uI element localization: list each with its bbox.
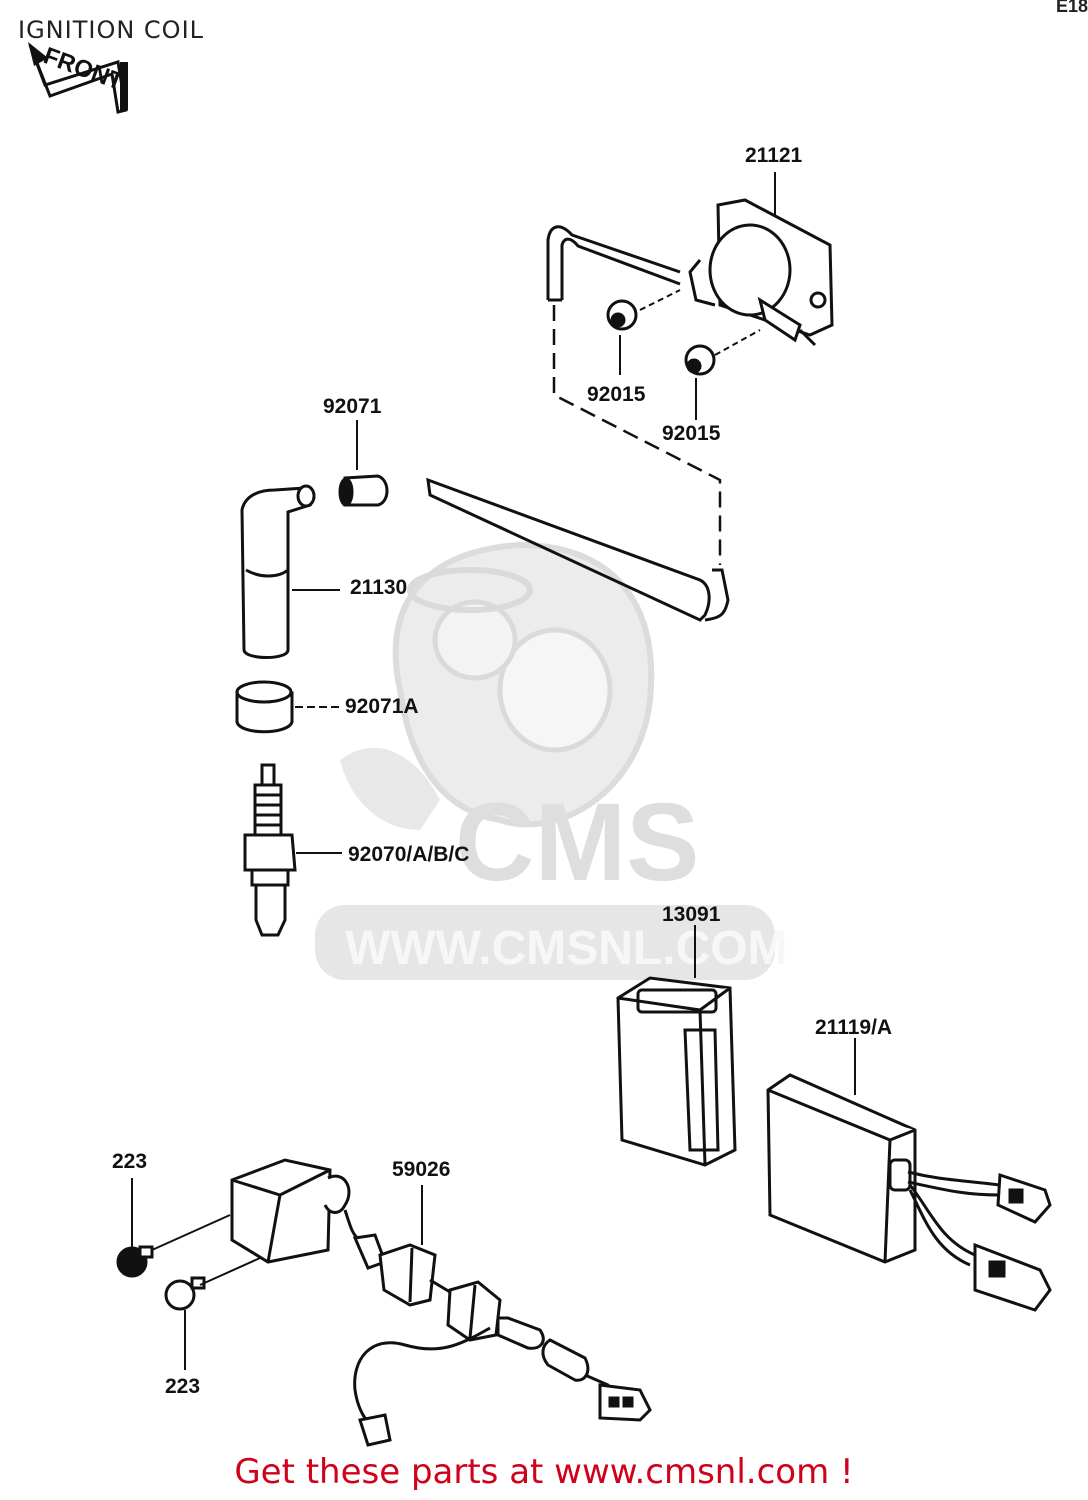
label-13091: 13091 <box>662 903 721 926</box>
label-92071A: 92071A <box>345 695 419 718</box>
cdi-unit <box>766 1073 1052 1312</box>
label-92070: 92070/A/B/C <box>348 843 469 866</box>
label-21121: 21121 <box>745 144 803 167</box>
bolt-223-a <box>116 1245 154 1278</box>
front-arrow: FRONT <box>28 42 128 114</box>
label-59026: 59026 <box>392 1158 450 1181</box>
unit-13091 <box>616 976 737 1167</box>
watermark: CMS WWW.CMSNL.COM <box>315 541 788 980</box>
label-92071: 92071 <box>323 395 382 418</box>
parts-diagram: CMS WWW.CMSNL.COM FRONT <box>28 42 1052 1447</box>
cap-92071A <box>235 680 294 734</box>
label-92015-b: 92015 <box>662 422 721 445</box>
leader-lines-top <box>619 172 776 420</box>
watermark-url-text: WWW.CMSNL.COM <box>345 922 788 975</box>
ht-lead <box>426 225 730 622</box>
diagram-code: E18 <box>1055 0 1088 16</box>
label-223-a: 223 <box>112 1150 147 1173</box>
part-labels: 21121 92015 92015 92071 21130 92071A 920… <box>112 144 892 1398</box>
plug-cap <box>240 484 316 659</box>
ignition-coil <box>688 198 834 347</box>
leader-lines-bottom <box>131 1178 423 1370</box>
small-coil <box>230 1158 351 1264</box>
rubber-92071 <box>338 474 389 507</box>
connection-line <box>552 305 722 565</box>
spark-plug <box>243 763 297 937</box>
page-title: IGNITION COIL <box>18 16 205 44</box>
footer-link[interactable]: Get these parts at www.cmsnl.com ! <box>234 1452 854 1492</box>
bolt-223-b <box>164 1276 206 1311</box>
label-21119: 21119/A <box>815 1016 892 1039</box>
wiring-harness <box>343 1209 652 1447</box>
label-21130: 21130 <box>350 576 407 599</box>
label-223-b: 223 <box>165 1375 200 1398</box>
front-label: FRONT <box>40 42 127 96</box>
grommet-92015-a <box>606 299 638 331</box>
watermark-logo-text: CMS <box>455 781 699 904</box>
grommet-92015-b <box>684 344 716 376</box>
label-92015-a: 92015 <box>587 383 646 406</box>
